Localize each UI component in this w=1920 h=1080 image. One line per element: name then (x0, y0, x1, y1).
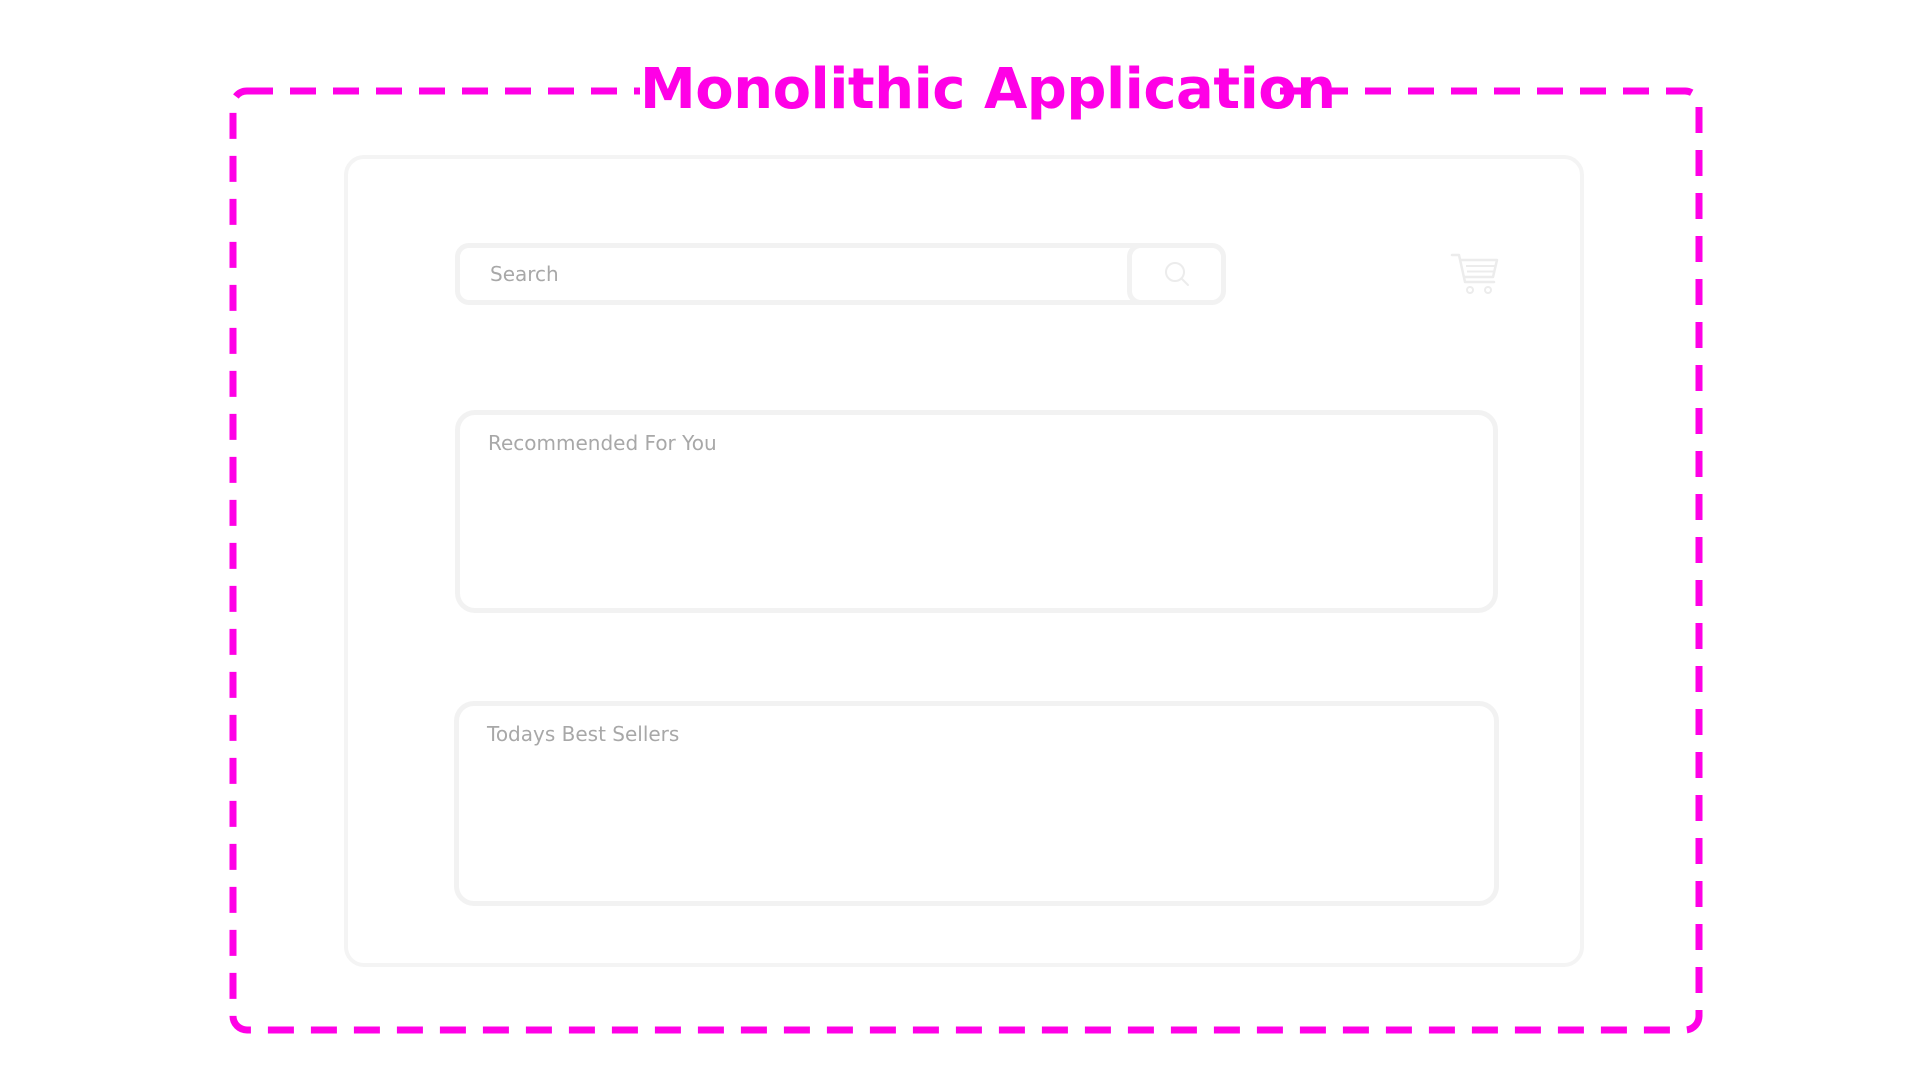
diagram-title: Monolithic Application (640, 50, 1336, 130)
dashed-boundary-line (229, 87, 1703, 1034)
best-sellers-section: Todays Best Sellers (454, 701, 1499, 906)
recommended-section-label: Recommended For You (488, 431, 717, 455)
search-button[interactable] (1127, 243, 1226, 305)
shopping-cart-icon (1450, 253, 1499, 294)
best-sellers-section-label: Todays Best Sellers (487, 722, 680, 746)
search-input[interactable] (460, 248, 1126, 300)
recommended-section: Recommended For You (455, 410, 1498, 613)
search-bar (455, 243, 1226, 305)
search-icon (1164, 262, 1189, 286)
cart-button[interactable] (1450, 252, 1500, 296)
